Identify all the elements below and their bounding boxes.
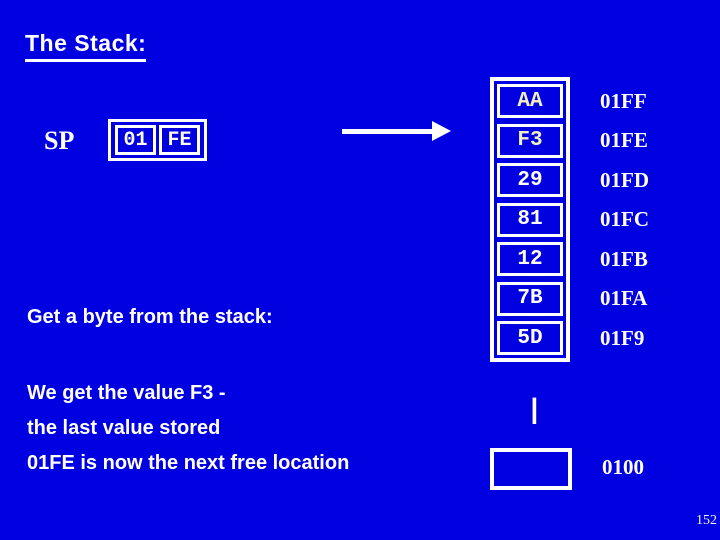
body-text: We get the value F3 - the last value sto… [27,376,349,481]
page-number: 152 [696,513,717,528]
slide-title: The Stack: [25,30,147,62]
stack-cell: 81 [497,202,563,237]
address-label: 01FC [600,207,649,231]
stack-cell: 29 [497,163,563,197]
address-label: 01FB [600,246,648,271]
stack-cell: AA [497,84,563,118]
body-line: We get the value F3 - [27,382,226,404]
address-column: 01FF 01FE 01FD 01FC 01FB 01FA 01F9 [600,77,670,362]
stack-cell: 5D [497,321,563,355]
stack-cell: 7B [497,281,563,316]
stack-column: AA F3 29 81 12 7B 5D [490,77,570,362]
body-heading: Get a byte from the stack: [27,306,273,328]
stack-bottom-cell [490,448,572,490]
arrow-head-icon [432,121,451,141]
sp-register-label: SP [44,126,75,155]
sp-high-byte-cell: 01 [115,125,156,155]
stack-bottom-address: 0100 [602,455,644,479]
address-label: 01FA [600,286,648,310]
address-label: 01FD [600,167,649,192]
stack-cell: F3 [497,123,563,158]
body-line: 01FE is now the next free location [27,452,350,474]
address-label: 01FE [600,128,648,152]
stack-cell: 12 [497,242,563,276]
arrow-icon [342,129,434,134]
continuation-mark: | [526,396,543,427]
sp-register-box: 01 FE [108,119,207,161]
address-label: 01FF [600,88,647,113]
sp-low-byte-cell: FE [159,125,200,155]
address-label: 01F9 [600,325,645,350]
body-line: the last value stored [27,417,221,439]
